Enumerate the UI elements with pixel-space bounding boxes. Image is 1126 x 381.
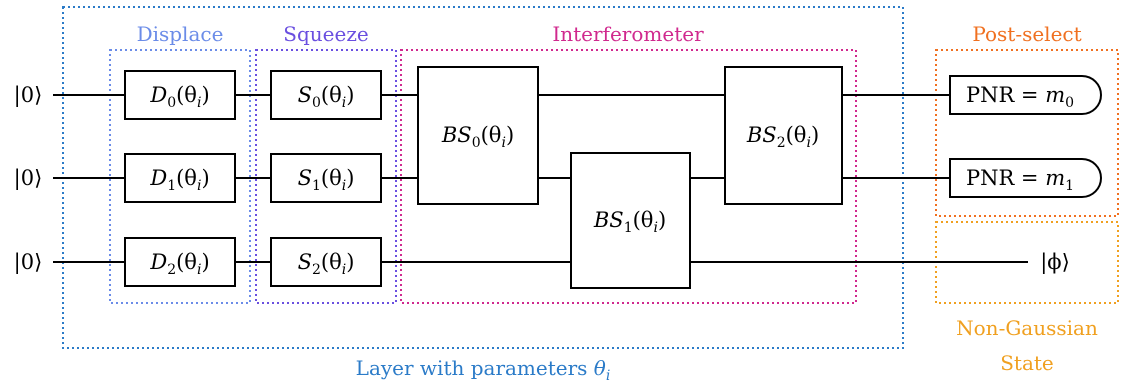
svg-text:D1(θi): D1(θi): [149, 166, 209, 194]
pnr-detector-1: PNR = m1: [949, 158, 1102, 198]
input-ket-1: |0⟩: [14, 166, 43, 191]
pnr-detector-0: PNR = m0: [949, 75, 1102, 115]
interferometer-box: [400, 49, 857, 304]
layer-label-sub: i: [606, 368, 610, 381]
nongaussian-label-line1: Non-Gaussian: [956, 316, 1098, 340]
input-ket-2: |0⟩: [14, 250, 43, 275]
input-ket-0: |0⟩: [14, 83, 43, 108]
beamsplitter-2: BS2(θi): [724, 66, 843, 205]
displace-gate-0: D0(θi): [124, 70, 236, 120]
postselect-label: Post-select: [972, 22, 1081, 46]
squeeze-gate-0: S0(θi): [270, 70, 382, 120]
svg-text:S0(θi): S0(θi): [298, 83, 355, 111]
svg-text:D2(θi): D2(θi): [149, 250, 209, 278]
squeeze-label: Squeeze: [283, 22, 368, 46]
beamsplitter-1: BS1(θi): [570, 152, 691, 289]
svg-text:PNR = m0: PNR = m0: [966, 83, 1074, 111]
svg-text:BS0(θi): BS0(θi): [441, 123, 514, 151]
output-ket: |ϕ⟩: [1040, 250, 1070, 275]
displace-gate-1: D1(θi): [124, 153, 236, 203]
displace-box: [109, 49, 251, 304]
svg-text:D0(θi): D0(θi): [149, 83, 209, 111]
squeeze-gate-2: S2(θi): [270, 237, 382, 287]
squeeze-box: [255, 49, 397, 304]
wires: [53, 94, 1028, 263]
svg-text:BS2(θi): BS2(θi): [746, 123, 819, 151]
beamsplitter-0: BS0(θi): [417, 66, 539, 205]
layer-label-var: θ: [594, 356, 606, 380]
interferometer-label: Interferometer: [552, 22, 704, 46]
squeeze-gate-1: S1(θi): [270, 153, 382, 203]
svg-text:S2(θi): S2(θi): [298, 250, 355, 278]
svg-text:PNR = m1: PNR = m1: [966, 166, 1074, 194]
svg-text:S1(θi): S1(θi): [298, 166, 355, 194]
displace-gate-2: D2(θi): [124, 237, 236, 287]
layer-label: Layer with parameters θi: [356, 356, 611, 381]
svg-text:BS1(θi): BS1(θi): [593, 208, 666, 236]
layer-label-prefix: Layer with parameters: [356, 356, 594, 380]
displace-label: Displace: [137, 22, 224, 46]
postselect-box: [935, 49, 1119, 217]
nongaussian-label-line2: State: [1000, 351, 1054, 375]
